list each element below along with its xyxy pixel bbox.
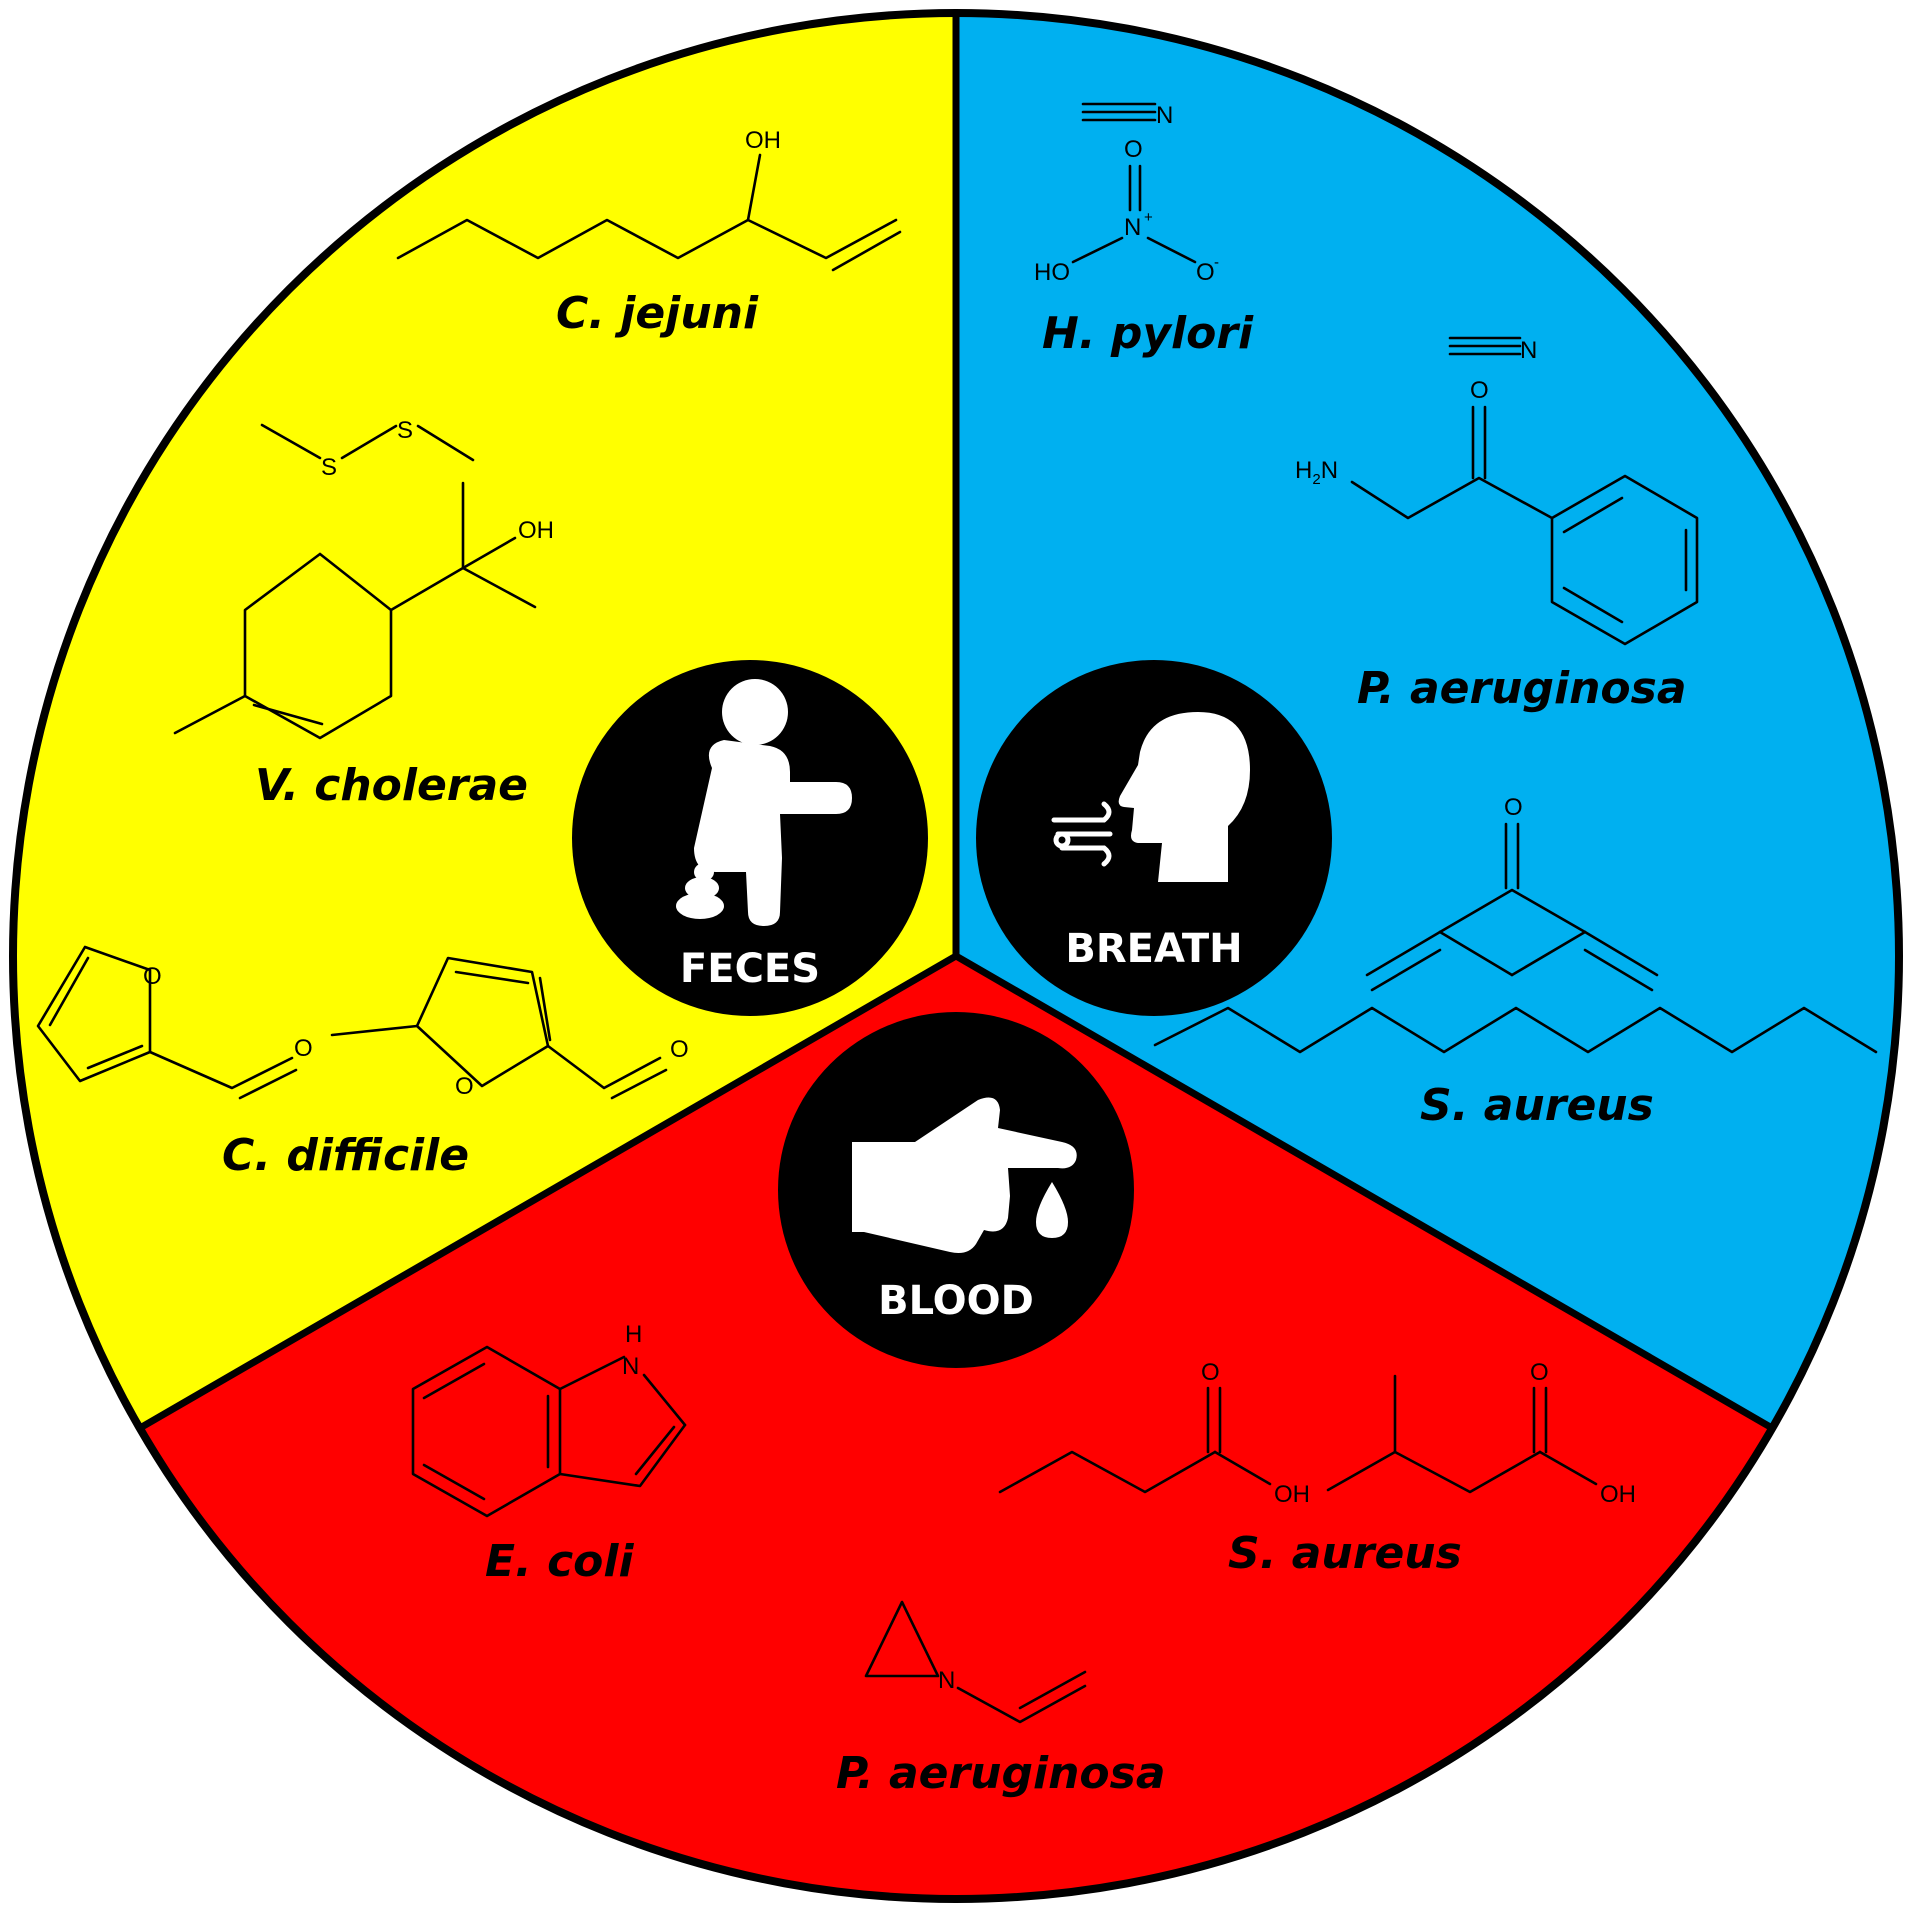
atom-h2n: H2N xyxy=(1295,457,1338,488)
label-p-aeruginosa-blood: P. aeruginosa xyxy=(836,1748,1166,1799)
atom-n: N xyxy=(622,1353,639,1380)
atom-s: S xyxy=(397,417,413,444)
breath-sector xyxy=(956,13,1899,1428)
blood-sector xyxy=(140,956,1772,1899)
label-s-aureus-blood: S. aureus xyxy=(1228,1528,1462,1579)
molecule-p-aeruginosa-blood: N xyxy=(864,1600,1087,1724)
label-e-coli: E. coli xyxy=(485,1536,634,1587)
hub-breath: BREATH xyxy=(976,660,1332,1016)
charge-plus: + xyxy=(1144,209,1153,226)
atom-o: O xyxy=(1196,259,1215,286)
label-s-aureus-breath: S. aureus xyxy=(1420,1080,1654,1131)
atom-o: O xyxy=(455,1073,474,1100)
atom-oh: OH xyxy=(745,127,781,154)
atom-oh: OH xyxy=(518,517,554,544)
atom-o: O xyxy=(670,1036,689,1063)
atom-o: O xyxy=(143,963,162,990)
atom-o: O xyxy=(1530,1359,1549,1386)
feces-sector xyxy=(13,13,956,1428)
molecule-h-pylori: N O N + HO O - xyxy=(1034,102,1219,286)
wheel-outline xyxy=(9,9,1903,1903)
charge-minus: - xyxy=(1214,254,1219,271)
atom-o: O xyxy=(1504,794,1523,821)
molecule-s-aureus-blood: O OH O OH xyxy=(998,1359,1636,1508)
atom-o: O xyxy=(1201,1359,1220,1386)
finger-blood-drop-icon xyxy=(852,1097,1077,1253)
hub-label-feces: FECES xyxy=(680,946,820,992)
hub-label-blood: BLOOD xyxy=(878,1278,1034,1324)
atom-n: N xyxy=(1520,337,1537,364)
atom-h: H xyxy=(625,1321,642,1348)
molecule-c-difficile: O O O O xyxy=(36,945,689,1100)
label-c-difficile: C. difficile xyxy=(222,1130,469,1181)
head-exhaling-icon xyxy=(1051,712,1250,882)
hub-blood: BLOOD xyxy=(778,1012,1134,1368)
person-sitting-stool-icon xyxy=(676,679,852,926)
label-p-aeruginosa-breath: P. aeruginosa xyxy=(1357,663,1687,714)
label-c-jejuni: C. jejuni xyxy=(556,288,759,339)
atom-n: N xyxy=(1156,102,1173,129)
atom-o: O xyxy=(294,1035,313,1062)
atom-n: N xyxy=(1124,214,1141,241)
molecule-p-aeruginosa-breath: N O H2N xyxy=(1295,336,1699,646)
atom-oh: OH xyxy=(1274,1481,1310,1508)
molecule-c-jejuni: OH xyxy=(396,127,902,272)
hub-label-breath: BREATH xyxy=(1065,926,1242,972)
label-h-pylori: H. pylori xyxy=(1042,308,1254,359)
atom-n: N xyxy=(938,1667,955,1694)
atom-o: O xyxy=(1470,377,1489,404)
atom-ho: HO xyxy=(1034,259,1070,286)
atom-s: S xyxy=(321,454,337,481)
sector-dividers xyxy=(138,13,1774,1432)
atom-o: O xyxy=(1124,136,1143,163)
label-v-cholerae: V. cholerae xyxy=(255,760,528,811)
molecule-e-coli: N H xyxy=(411,1321,687,1518)
hub-feces: FECES xyxy=(572,660,928,1016)
molecule-v-cholerae: S S OH xyxy=(173,417,554,740)
molecule-s-aureus-breath: O xyxy=(1153,794,1878,1054)
atom-oh: OH xyxy=(1600,1481,1636,1508)
